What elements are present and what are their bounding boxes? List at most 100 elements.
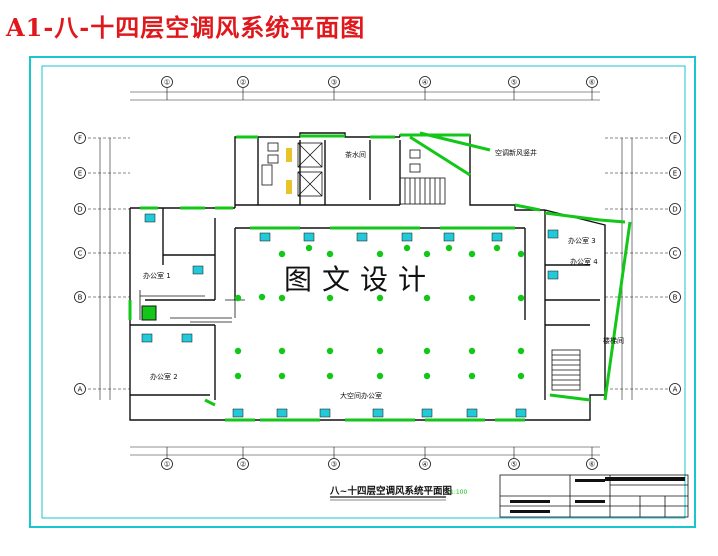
supply-outlet — [376, 347, 384, 355]
title-block — [499, 474, 689, 518]
supply-outlet — [278, 294, 286, 302]
grid-bubble-row — [74, 291, 86, 303]
grid-label-col: ① — [164, 461, 170, 469]
grid-label-row: F — [78, 135, 82, 143]
grid-label-col: ① — [164, 79, 170, 87]
room-label-stair: 楼梯间 — [603, 336, 624, 345]
room-label-office-1: 办公室 1 — [143, 271, 171, 280]
page-title: A1-八-十四层空调风系统平面图 — [6, 13, 366, 42]
grid-label-row: E — [78, 170, 82, 178]
grid-label-col: ⑤ — [511, 79, 517, 87]
supply-outlet-group — [234, 244, 525, 380]
diffuser-bottom — [421, 408, 433, 418]
room-label-office-2: 办公室 2 — [150, 372, 178, 381]
grid-label-col: ⑥ — [589, 461, 595, 469]
drawing-title: 八~十四层空调风系统平面图 — [329, 485, 452, 497]
green-wall-segments — [128, 131, 632, 422]
grid-bubble-col — [419, 458, 431, 470]
grid-bubble-row — [74, 383, 86, 395]
grid-label-row: F — [673, 135, 677, 143]
grid-label-col: ② — [240, 79, 246, 87]
diffuser-bottom — [319, 408, 331, 418]
grid-bubble-row — [669, 247, 681, 259]
room-label-office-3: 办公室 3 — [568, 236, 596, 245]
supply-outlet — [234, 372, 242, 380]
supply-outlet — [423, 347, 431, 355]
diffuser-bottom — [276, 408, 288, 418]
supply-outlet — [278, 250, 286, 258]
grid-label-row: A — [673, 386, 678, 394]
diffuser-bottom — [232, 408, 244, 418]
grid-bubble-row — [669, 132, 681, 144]
grid-bubble-col — [328, 76, 340, 88]
grid-label-col: ③ — [331, 79, 337, 87]
supply-outlet — [493, 244, 501, 252]
supply-outlet — [326, 347, 334, 355]
supply-outlet — [403, 244, 411, 252]
supply-outlet — [326, 250, 334, 258]
grid-bubble-col — [508, 76, 520, 88]
grid-bubble-row — [669, 383, 681, 395]
grid-label-col: ③ — [331, 461, 337, 469]
grid-bubble-row — [74, 247, 86, 259]
supply-outlet — [258, 293, 266, 301]
grid-bubble-col — [586, 76, 598, 88]
diffuser-room — [181, 333, 193, 343]
diffuser-room — [547, 229, 559, 239]
supply-outlet — [376, 372, 384, 380]
grid-bubble-col — [586, 458, 598, 470]
grid-label-row: C — [673, 250, 678, 258]
diffuser-room — [141, 333, 153, 343]
supply-outlet — [376, 250, 384, 258]
diffuser-top — [401, 232, 413, 242]
diffuser-room — [192, 265, 204, 275]
grid-label-row: B — [78, 294, 83, 302]
grid-label-row: E — [673, 170, 677, 178]
dimension-lines — [99, 91, 633, 456]
diffuser-top — [303, 232, 315, 242]
grid-label-row: A — [78, 386, 83, 394]
diffuser-bottom — [372, 408, 384, 418]
grid-bubble-row — [74, 203, 86, 215]
supply-outlet — [305, 244, 313, 252]
grid-label-row: D — [77, 206, 82, 214]
diffuser-room — [144, 213, 156, 223]
grid-bubble-col — [419, 76, 431, 88]
supply-outlet — [445, 244, 453, 252]
diffuser-bottom — [515, 408, 527, 418]
grid-bubble-col — [161, 458, 173, 470]
grid-bubble-col — [237, 458, 249, 470]
supply-outlet — [423, 250, 431, 258]
grid-label-row: B — [673, 294, 678, 302]
supply-outlet — [234, 294, 242, 302]
supply-outlet — [234, 347, 242, 355]
supply-outlet — [278, 347, 286, 355]
grid-bubble-col — [328, 458, 340, 470]
watermark-text: 图文设计 — [284, 263, 437, 296]
diffuser-top — [491, 232, 503, 242]
supply-outlet — [517, 372, 525, 380]
room-label-water: 茶水间 — [345, 150, 366, 159]
supply-outlet — [278, 372, 286, 380]
grid-label-row: D — [672, 206, 677, 214]
drawing-scale: 1:100 — [450, 489, 467, 496]
supply-outlet — [423, 372, 431, 380]
grid-bubble-row — [669, 167, 681, 179]
supply-outlet — [326, 372, 334, 380]
grid-label-col: ② — [240, 461, 246, 469]
grid-bubble-row — [669, 291, 681, 303]
diffuser-top — [356, 232, 368, 242]
supply-outlet — [468, 294, 476, 302]
supply-outlet — [468, 250, 476, 258]
grid-bubble-row — [74, 132, 86, 144]
supply-outlet — [423, 294, 431, 302]
duct-runs — [139, 290, 245, 323]
supply-outlet — [326, 294, 334, 302]
grid-label-row: C — [78, 250, 83, 258]
diffuser-room — [547, 270, 559, 280]
grid-bubble-col — [161, 76, 173, 88]
sheet-inner-border — [41, 65, 686, 519]
core-fill — [286, 148, 292, 194]
